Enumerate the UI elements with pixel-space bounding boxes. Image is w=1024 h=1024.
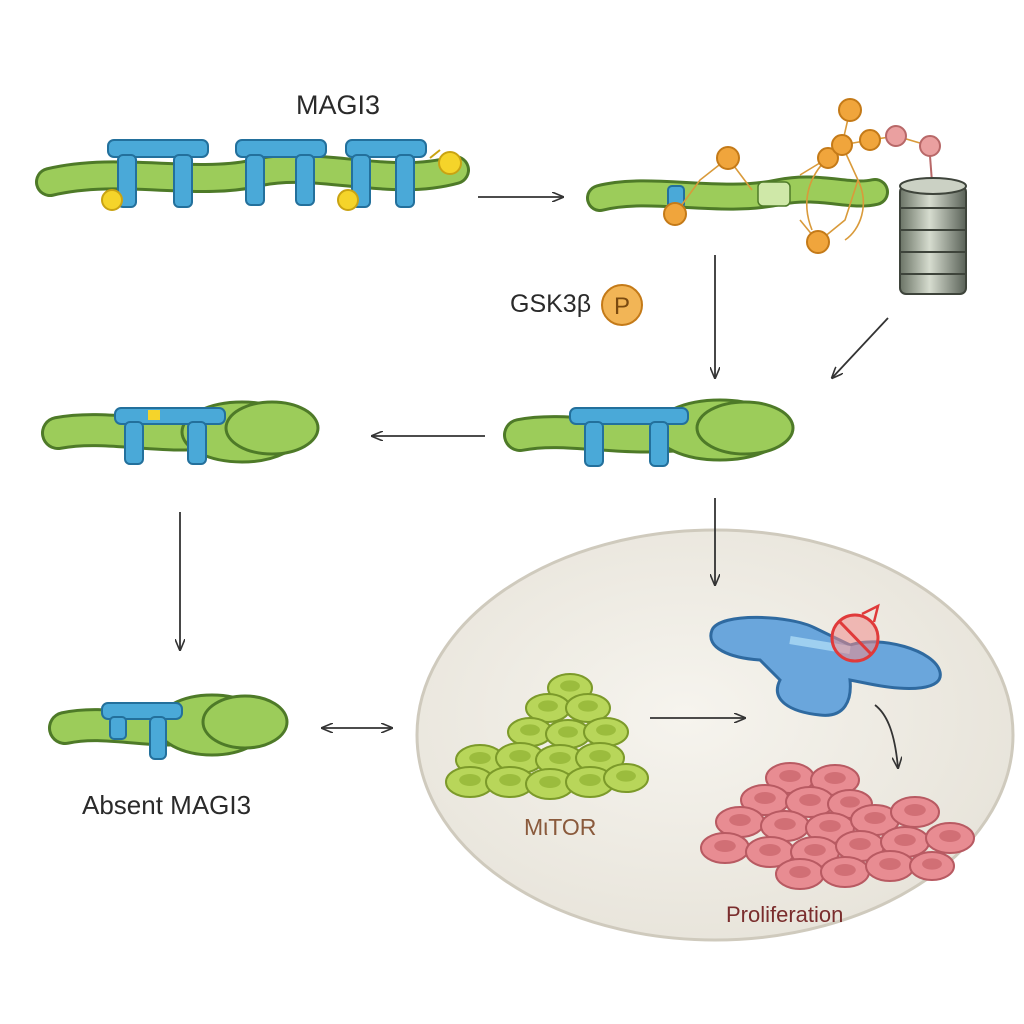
cell-nucleus bbox=[459, 774, 481, 786]
cell-nucleus bbox=[714, 840, 736, 852]
cell-nucleus bbox=[509, 750, 531, 762]
cell-nucleus bbox=[616, 770, 636, 782]
cell-nucleus bbox=[939, 830, 961, 842]
middle-right-filament bbox=[503, 398, 795, 467]
cell-nucleus bbox=[904, 804, 926, 816]
cell-nucleus bbox=[578, 700, 598, 712]
cell-nucleus bbox=[824, 772, 846, 784]
gsk3b-label: GSK3β bbox=[510, 290, 592, 318]
cell-nucleus bbox=[879, 858, 901, 870]
absent-magi3-filament bbox=[48, 693, 289, 760]
cell-nucleus bbox=[840, 796, 860, 808]
magi3-protein bbox=[107, 139, 209, 208]
cell-nucleus bbox=[799, 794, 821, 806]
cell-nucleus bbox=[779, 770, 801, 782]
phospho-label: P bbox=[614, 293, 630, 320]
cell-nucleus bbox=[538, 700, 558, 712]
magi3-protein bbox=[235, 139, 327, 206]
cell-nucleus bbox=[864, 812, 886, 824]
cell-nucleus bbox=[499, 774, 521, 786]
cell-nucleus bbox=[804, 844, 826, 856]
phosphorylated-filament-complex bbox=[586, 98, 941, 254]
cell-nucleus bbox=[579, 774, 601, 786]
magi3-label: MAGI3 bbox=[296, 90, 381, 120]
proliferation-label: Proliferation bbox=[726, 902, 844, 927]
cell-nucleus bbox=[539, 776, 561, 788]
cell-nucleus bbox=[922, 858, 942, 870]
magi3-filament-complex bbox=[35, 139, 470, 211]
cell-nucleus bbox=[589, 750, 611, 762]
mtor-label: MιTOR bbox=[524, 814, 597, 840]
cell-nucleus bbox=[759, 844, 781, 856]
cell-nucleus bbox=[560, 680, 580, 692]
arrow-complex-to-proliferation bbox=[874, 704, 898, 768]
mtor-cluster bbox=[445, 673, 649, 800]
cell-nucleus bbox=[558, 726, 578, 738]
arrow-from-receptor bbox=[832, 317, 889, 378]
phospho-badge: P bbox=[601, 284, 643, 326]
cell-nucleus bbox=[520, 724, 540, 736]
cell-nucleus bbox=[819, 820, 841, 832]
cell-nucleus bbox=[774, 818, 796, 830]
cell-nucleus bbox=[789, 866, 811, 878]
cell-nucleus bbox=[849, 838, 871, 850]
cell-nucleus bbox=[549, 752, 571, 764]
magi3-protein bbox=[345, 139, 427, 208]
middle-left-filament bbox=[41, 400, 320, 465]
proliferation-cluster bbox=[700, 762, 975, 890]
cell-nucleus bbox=[596, 724, 616, 736]
cell-nucleus bbox=[729, 814, 751, 826]
cell-nucleus bbox=[754, 792, 776, 804]
no-sign-icon bbox=[830, 603, 880, 663]
cell-nucleus bbox=[469, 752, 491, 764]
absent-magi3-label: Absent MAGI3 bbox=[82, 790, 252, 820]
cell-nucleus bbox=[894, 834, 916, 846]
barrel-receptor-icon bbox=[899, 177, 967, 295]
cell-nucleus bbox=[834, 864, 856, 876]
